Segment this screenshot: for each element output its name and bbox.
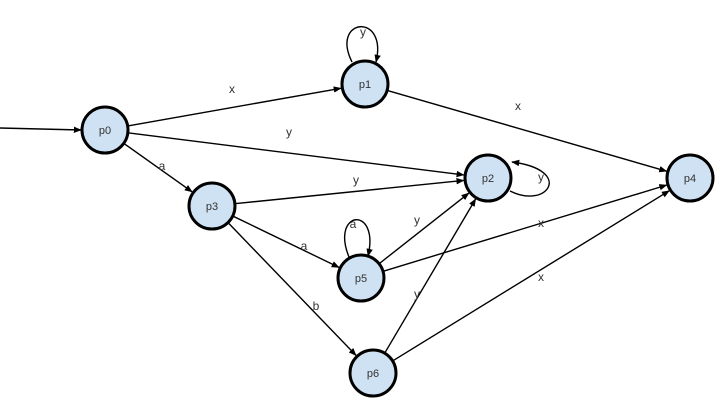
edge-line xyxy=(128,86,342,127)
edge-label: a xyxy=(301,239,308,253)
initial-state-arrow xyxy=(0,126,82,134)
edge-line xyxy=(387,89,668,173)
state-circle xyxy=(336,253,386,303)
state-node-p3: p3 xyxy=(187,181,237,231)
edge-line xyxy=(124,143,193,193)
edge-p5-p4: x xyxy=(383,184,668,272)
edge-label: y xyxy=(414,213,420,227)
edge-p3-p6: b xyxy=(228,222,357,356)
edge-label: y xyxy=(353,173,359,187)
state-circle xyxy=(665,153,715,203)
edge-line xyxy=(383,184,668,272)
edge-line xyxy=(509,159,550,197)
state-label: p1 xyxy=(359,79,371,91)
edge-p5-p2: y xyxy=(379,192,470,264)
state-node-p0: p0 xyxy=(80,105,130,155)
edge-label: x xyxy=(538,270,544,284)
edge-line xyxy=(346,26,381,63)
edge-p2-p2: y xyxy=(509,159,550,197)
edge-p0-p2: y xyxy=(128,125,465,178)
edge-line xyxy=(393,190,670,362)
state-label: p4 xyxy=(684,173,696,185)
state-circle xyxy=(340,59,390,109)
edge-p0-p1: x xyxy=(128,82,342,127)
state-node-p2: p2 xyxy=(463,153,513,203)
edge-p6-p4: x xyxy=(393,190,670,362)
state-node-p4: p4 xyxy=(665,153,715,203)
edge-label: y xyxy=(286,125,292,139)
edge-line xyxy=(233,215,340,268)
edge-p1-p4: x xyxy=(387,89,668,173)
edge-p6-p2: y xyxy=(384,198,477,353)
edge-label: y xyxy=(414,287,420,301)
edge-line xyxy=(379,192,470,264)
edge-label: b xyxy=(313,299,320,313)
state-node-p1: p1 xyxy=(340,59,390,109)
state-node-p5: p5 xyxy=(336,253,386,303)
state-label: p2 xyxy=(482,173,494,185)
state-circle xyxy=(463,153,513,203)
state-label: p0 xyxy=(99,125,111,137)
edge-p3-p5: a xyxy=(233,215,340,268)
edge-label: x xyxy=(515,99,521,113)
state-label: p5 xyxy=(355,273,367,285)
edge-label: x xyxy=(538,216,544,230)
edge-p3-p2: y xyxy=(235,173,465,205)
state-circle xyxy=(80,105,130,155)
state-label: p6 xyxy=(367,368,379,380)
edge-label: y xyxy=(360,25,366,39)
edge-line xyxy=(228,222,357,356)
edge-line xyxy=(343,219,373,258)
edge-p1-p1: y xyxy=(346,25,381,63)
edge-line xyxy=(128,132,465,178)
nodes-layer: p0 p1 p2 p3 p4 p5 p6 xyxy=(80,59,715,398)
state-circle xyxy=(348,348,398,398)
state-circle xyxy=(187,181,237,231)
edges-layer: x y a y x y y a b a y x y x xyxy=(0,25,670,362)
edge-label: a xyxy=(159,159,166,173)
state-label: p3 xyxy=(206,201,218,213)
edge-line xyxy=(384,198,477,353)
edge-p5-p5: a xyxy=(343,217,373,258)
edge-label: a xyxy=(350,217,357,231)
edge-label: x xyxy=(229,82,235,96)
edge-line xyxy=(235,178,465,205)
state-node-p6: p6 xyxy=(348,348,398,398)
edge-p0-p3: a xyxy=(124,143,193,193)
edge-label: y xyxy=(538,170,544,184)
